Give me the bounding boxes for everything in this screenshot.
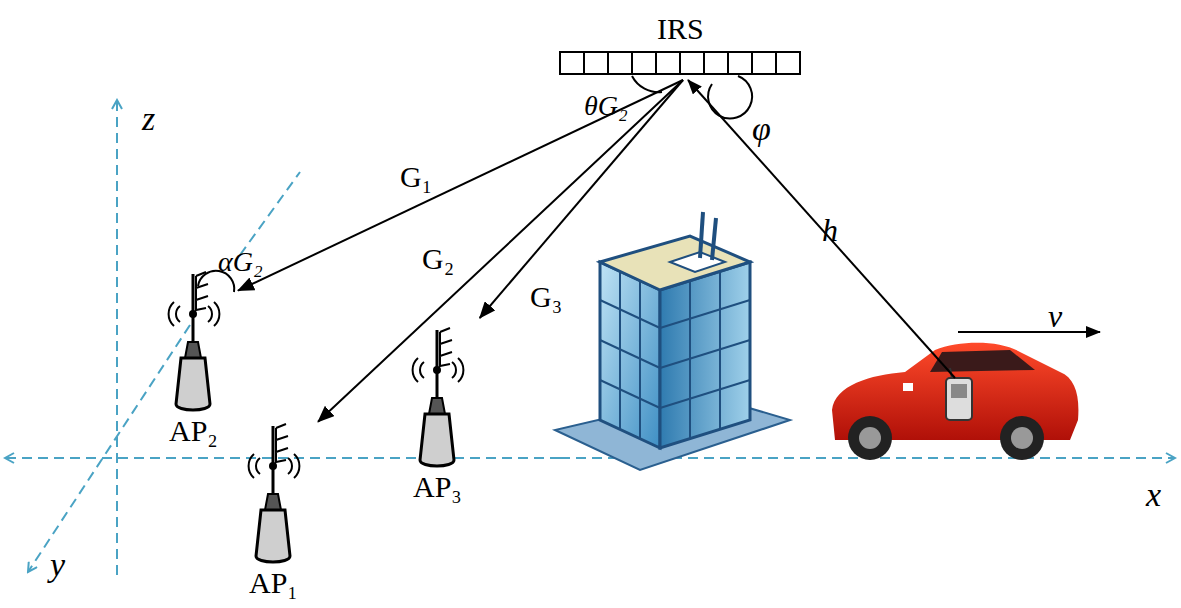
ap-label: AP₂ [169,416,218,446]
symbol-label: y [50,548,65,582]
phone [946,368,972,420]
channel-link [238,80,683,291]
symbol-label: αG₂ [218,248,263,276]
irs-node: IRS [556,0,804,80]
h-link [688,80,955,378]
channel-label: G₁ [398,162,434,192]
building [555,212,790,470]
car [832,343,1078,460]
channel-label: G₃ [528,282,564,312]
symbol-label: z [142,102,155,136]
access-point: AP₂ [148,262,238,450]
access-point: AP₃ [392,318,482,506]
velocity-arrow [958,331,1100,333]
ap-label: AP₁ [249,568,298,598]
irs-title: IRS [657,14,704,44]
symbol-label: v [1048,300,1062,332]
symbol-label: x [1146,478,1161,512]
access-point: AP₁ [228,414,318,602]
axes [5,100,1175,575]
theta-arc [632,76,662,92]
symbol-label: θG₂ [584,92,628,120]
ap-label: AP₃ [413,472,462,502]
channel-label: G₂ [420,244,456,274]
channel-link [480,80,683,318]
symbol-label: h [822,214,838,246]
channel-link [318,80,683,422]
phi-arc [708,76,752,119]
symbol-label: φ [752,112,771,146]
